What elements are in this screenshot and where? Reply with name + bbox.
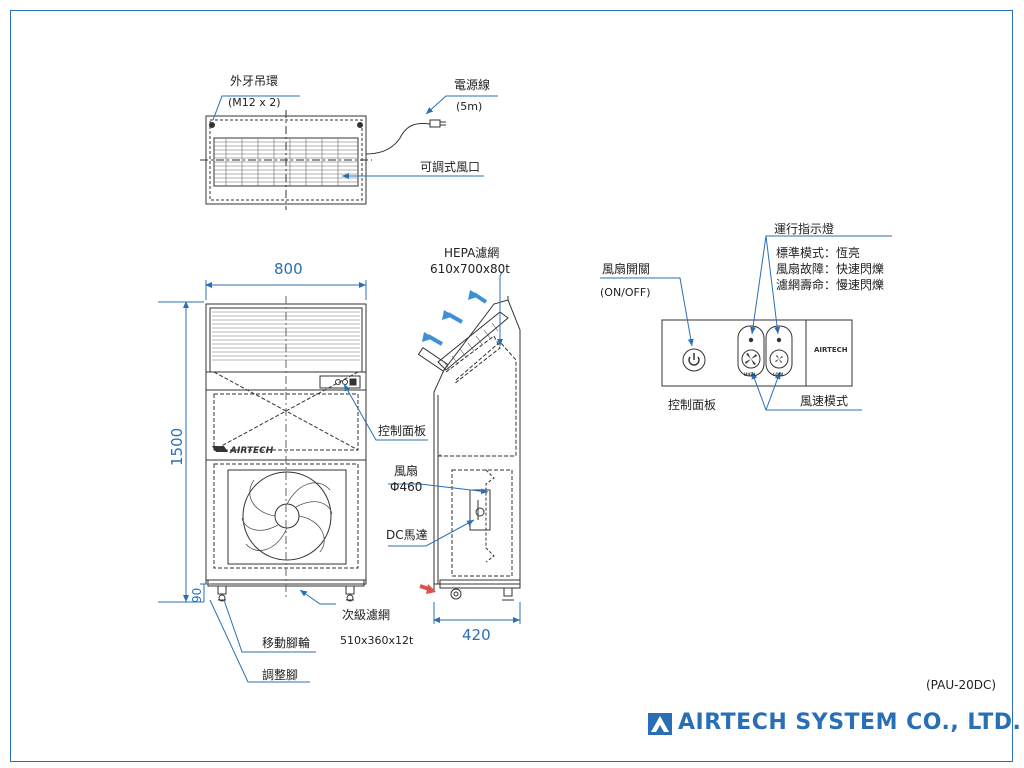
height-dimension: 1500 — [168, 427, 186, 466]
dc-motor-label: DC馬達 — [386, 528, 428, 542]
fan-low-icon — [775, 355, 783, 363]
fan-high-icon — [745, 353, 757, 365]
depth-dimension: 420 — [462, 626, 491, 644]
top-view — [200, 110, 446, 210]
casters-label: 移動腳輪 — [262, 636, 311, 650]
filter-life-label: 濾網壽命：慢速閃爍 — [776, 278, 885, 292]
high-button-label: HIGH — [744, 372, 756, 377]
fan-switch-state-label: (ON/OFF) — [600, 286, 651, 299]
secondary-filter-spec-label: 510x360x12t — [340, 634, 414, 647]
control-panel-side-label: 控制面板 — [378, 424, 427, 438]
low-button-label: LOW — [773, 372, 784, 377]
secondary-filter-label: 次級濾網 — [342, 608, 391, 622]
hook-label: 外牙吊環 — [230, 74, 279, 88]
standard-mode-label: 標準模式：恆亮 — [776, 246, 861, 260]
unit-logo-mark — [212, 446, 228, 452]
front-view — [205, 296, 367, 602]
airflow-arrows — [427, 292, 488, 346]
speed-mode-label: 風速模式 — [800, 394, 849, 408]
model-label: (PAU-20DC) — [926, 678, 997, 692]
adjustable-vent-label: 可調式風口 — [420, 160, 481, 174]
panel-logo: AIRTECH — [814, 346, 848, 354]
power-icon — [688, 353, 700, 366]
foot-dimension: 90 — [190, 587, 204, 603]
control-panel-label: 控制面板 — [668, 398, 717, 412]
intake-arrow — [419, 584, 436, 594]
hook-spec-label: (M12 x 2) — [228, 96, 281, 109]
power-cord-length-label: (5m) — [456, 100, 483, 113]
unit-logo-text: AIRTECH — [230, 446, 274, 456]
run-indicator-label: 運行指示燈 — [774, 222, 835, 236]
company-logo-icon — [648, 713, 672, 735]
width-dimension: 800 — [274, 260, 303, 278]
fan-fault-label: 風扇故障：快速閃爍 — [776, 262, 885, 276]
side-view — [417, 296, 521, 601]
hepa-label: HEPA濾網 — [444, 246, 500, 260]
company-name: AIRTECH SYSTEM CO., LTD. — [678, 710, 1022, 735]
drawing-frame — [10, 10, 1013, 762]
fan-label: 風扇 — [394, 464, 419, 478]
hepa-spec-label: 610x700x80t — [430, 262, 510, 276]
fan-switch-label: 風扇開關 — [602, 262, 651, 276]
power-cord-label: 電源線 — [454, 78, 491, 92]
adjust-feet-label: 調整腳 — [262, 668, 299, 682]
fan-spec-label: Φ460 — [390, 480, 423, 494]
